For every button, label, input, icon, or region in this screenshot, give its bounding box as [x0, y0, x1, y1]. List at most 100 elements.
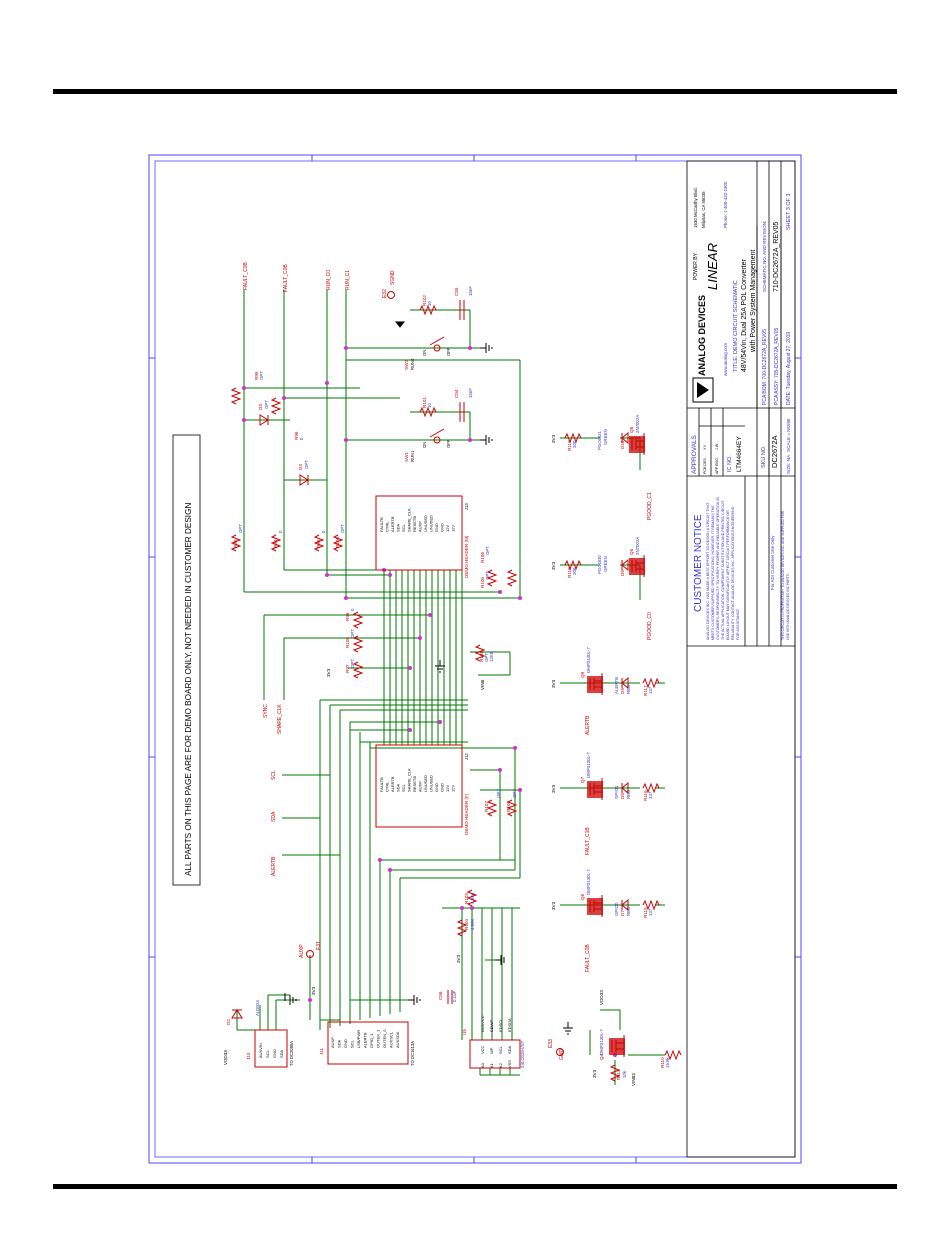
- val-r98: 0: [321, 530, 326, 533]
- j13-pin: SHARE_CLK: [407, 508, 412, 532]
- tb-sheet: SHEET 3 OF 3: [786, 193, 792, 230]
- val-q9: DMP3130L-7: [586, 647, 591, 673]
- u5-left-pin: A2: [498, 1062, 503, 1068]
- ref-c56: C56: [438, 991, 443, 1000]
- ref-d8: D8: [620, 793, 625, 799]
- tb-website: www.analog.com: [723, 342, 728, 376]
- net-3v3-f: 3V3: [551, 561, 556, 570]
- j13-pin: FAULTB: [379, 517, 384, 532]
- tb-addr2: Milpitas, CA 95035: [701, 191, 706, 228]
- u5-net-pin: EDWP: [489, 1020, 494, 1032]
- tb-notice-title: CUSTOMER NOTICE: [693, 514, 704, 612]
- ref-q7: Q7: [580, 776, 585, 783]
- sw2-on: ON: [422, 350, 427, 356]
- net-sda: SDA: [271, 811, 277, 822]
- ref-d9: D9: [620, 688, 625, 694]
- val-r119: 200: [572, 440, 577, 448]
- net-3v3-g: 3V3: [551, 434, 556, 443]
- ref-r109: R109: [506, 801, 511, 812]
- j13-pin: 12V: [445, 525, 450, 532]
- ref-r102: R102: [422, 295, 427, 306]
- j13-pin: CTRL: [385, 521, 390, 532]
- j12-pin: SDA: [396, 783, 401, 792]
- ref-r99: R99: [345, 612, 350, 621]
- tb-app-eng-val: J.W: [715, 443, 719, 450]
- mosfet-bodies: [587, 436, 645, 1055]
- j11-note: TO DC1613A: [410, 1041, 415, 1066]
- tb-addr1: 1630 McCarthy Blvd.: [693, 187, 698, 228]
- ref-r103: R103: [464, 893, 469, 904]
- ref-r108: R108: [345, 637, 350, 648]
- val-r101: 10: [427, 403, 432, 408]
- net-labels: FAULT_C0B FAULT_C0B RUN_C0 RUN_C1 SYNC S…: [243, 262, 653, 1060]
- val-r115: 137: [648, 908, 653, 916]
- ref-d10: D10: [620, 440, 625, 449]
- j12-pin: ALERTB: [390, 776, 395, 792]
- tb-power-by: POWER BY: [693, 252, 699, 280]
- tb-pcb-des-val: Y.Y: [703, 444, 707, 450]
- tb-sku: DC2672A: [770, 435, 779, 468]
- tb-date: DATE: Tuesday, August 27, 2019: [786, 332, 792, 405]
- color-d8: RED: [626, 790, 631, 799]
- net-3v3-i: 3V3: [456, 954, 461, 963]
- net-pgood-c0: PGOOD_C0: [647, 612, 653, 640]
- ref-sw1: SW1: [404, 452, 409, 462]
- net-3v3-b: 3V3: [326, 668, 331, 677]
- ref-r116: R116: [643, 790, 648, 801]
- u5-net-pin: EDSCL: [498, 1018, 503, 1032]
- notice-text: ALL PARTS ON THIS PAGE ARE FOR DEMO BOAR…: [184, 503, 193, 876]
- ref-d4: D4: [298, 464, 303, 470]
- net-alertb: ALERTB: [271, 856, 277, 876]
- j11-pin: SDA: [337, 1039, 342, 1048]
- ref-j12: DEMO HEADER (F): [464, 793, 469, 835]
- j11-pin: GND: [343, 1039, 348, 1048]
- net-fault-c0b: FAULT_C0B: [243, 262, 249, 290]
- j11-pin: AUXP: [330, 1037, 335, 1048]
- net-3v3-d: 3V3: [551, 784, 556, 793]
- u5-left-pin: VSS: [507, 1060, 512, 1068]
- net-scl: SCL: [271, 770, 277, 780]
- ref-r96: R96: [294, 431, 299, 440]
- ref-j10: J10: [246, 1052, 251, 1060]
- val-c55: 10nF: [468, 286, 473, 296]
- u5-net-pin: EDSDA: [507, 1018, 512, 1032]
- ref-c55: C55: [454, 287, 459, 296]
- ref-r100: R100: [335, 537, 340, 548]
- header-rule: [53, 89, 897, 94]
- component-values: AU2024 OPT OPT OPT 0 OPT 0 OPT 0 0 OPT O…: [238, 286, 670, 1078]
- j12-pin: UNUSED: [429, 775, 434, 792]
- tb-logo-adi: ANALOG DEVICES: [697, 295, 707, 376]
- ref-r106: R106: [480, 552, 485, 563]
- tb-title-label: TITLE: DEMO CIRCUIT SCHEMATIC: [733, 280, 739, 372]
- val-r155b: 12K8: [489, 651, 494, 662]
- ref-r105: R105: [480, 577, 485, 588]
- val-r116: 137: [648, 791, 653, 799]
- zone-ticks: [149, 155, 801, 1163]
- ref-r93: R93: [233, 539, 238, 548]
- net-auxp: AUXP: [299, 944, 305, 958]
- tb-ic-no-label: IC NO.: [727, 455, 733, 472]
- val-r117: 137: [648, 686, 653, 694]
- ref-d7: D7: [620, 910, 625, 916]
- j11-pin: AUXSCL: [389, 1031, 394, 1048]
- j13-pin: GND: [434, 523, 439, 532]
- tb-title1: 48V/54Vin, Dual 25A POL Converter: [741, 258, 748, 372]
- j12-pin: UNUSED: [423, 775, 428, 792]
- sw1-off: OFF: [446, 439, 451, 448]
- ref-r95: R95: [254, 371, 259, 380]
- tb-pca-bom: PCA BOM: 700-DC2672A_REV05: [762, 329, 768, 405]
- j12-pin: CTRL: [385, 781, 390, 792]
- net-3v3-a: 3V3: [311, 986, 316, 995]
- ground-symbols: [284, 321, 573, 1035]
- sw1-on: ON: [422, 442, 427, 448]
- tb-schem-label: SCHEMATIC NO. AND REVISION:: [762, 221, 767, 292]
- j13-pin: UNUSED: [423, 515, 428, 532]
- tb-schem-no: 710-DC2672A_REV05: [773, 221, 780, 292]
- j11-pin: SCL: [350, 1039, 355, 1048]
- val-d2: AU2024: [255, 1000, 260, 1016]
- tb-approvals: APPROVALS: [691, 434, 698, 474]
- j13-pin: RESETB: [412, 516, 417, 532]
- footer-rule: [53, 1184, 897, 1189]
